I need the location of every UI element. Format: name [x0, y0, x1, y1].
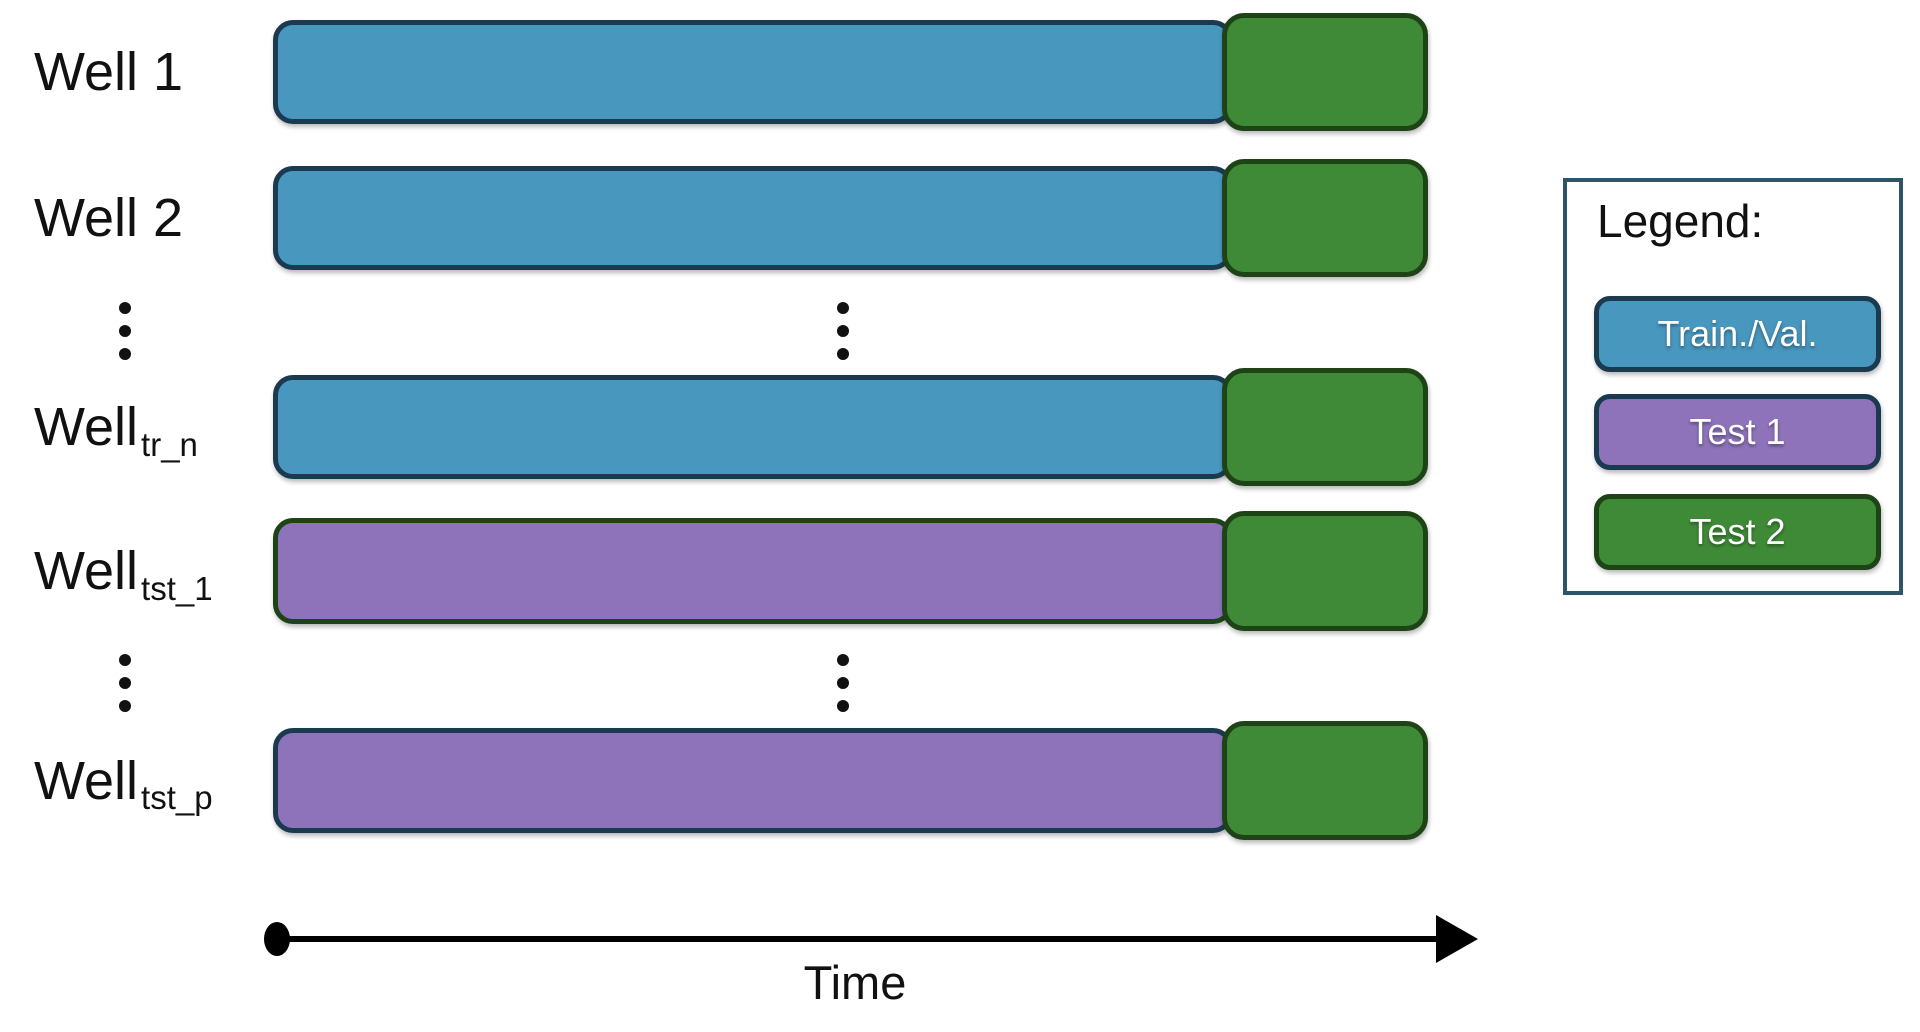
- legend-item-test-2: Test 2: [1594, 494, 1881, 570]
- well-2-label: Well 2: [34, 188, 184, 248]
- time-axis-arrowhead-icon: [1436, 915, 1478, 963]
- test2-segment: [1222, 721, 1428, 840]
- well-row-2: Well 2: [0, 159, 1920, 277]
- legend-title: Legend:: [1597, 195, 1764, 247]
- test2-segment: [1222, 13, 1428, 131]
- legend-item-test-1: Test 1: [1594, 394, 1881, 470]
- vertical-ellipsis-icon: [837, 296, 849, 365]
- well-row-1: Well 1: [0, 13, 1920, 131]
- well-1-label: Well 1: [34, 42, 184, 102]
- vertical-ellipsis-icon: [119, 296, 131, 365]
- vertical-ellipsis-icon: [119, 648, 131, 717]
- legend-item-label: Test 1: [1689, 411, 1786, 452]
- train-val-segment: [273, 20, 1233, 124]
- legend-item-train-val: Train./Val.: [1594, 296, 1881, 372]
- test2-segment: [1222, 368, 1428, 486]
- legend-item-label: Train./Val.: [1657, 313, 1818, 354]
- train-val-segment: [273, 166, 1233, 270]
- train-val-segment: [273, 375, 1233, 479]
- legend: Legend: Train./Val. Test 1 Test 2: [1563, 178, 1903, 595]
- time-axis-label: Time: [803, 956, 907, 1009]
- test2-segment: [1222, 511, 1428, 631]
- test1-segment: [273, 728, 1233, 833]
- vertical-ellipsis-icon: [837, 648, 849, 717]
- legend-item-label: Test 2: [1689, 511, 1786, 552]
- test1-segment: [273, 518, 1233, 624]
- time-axis-line: [277, 936, 1462, 942]
- test2-segment: [1222, 159, 1428, 277]
